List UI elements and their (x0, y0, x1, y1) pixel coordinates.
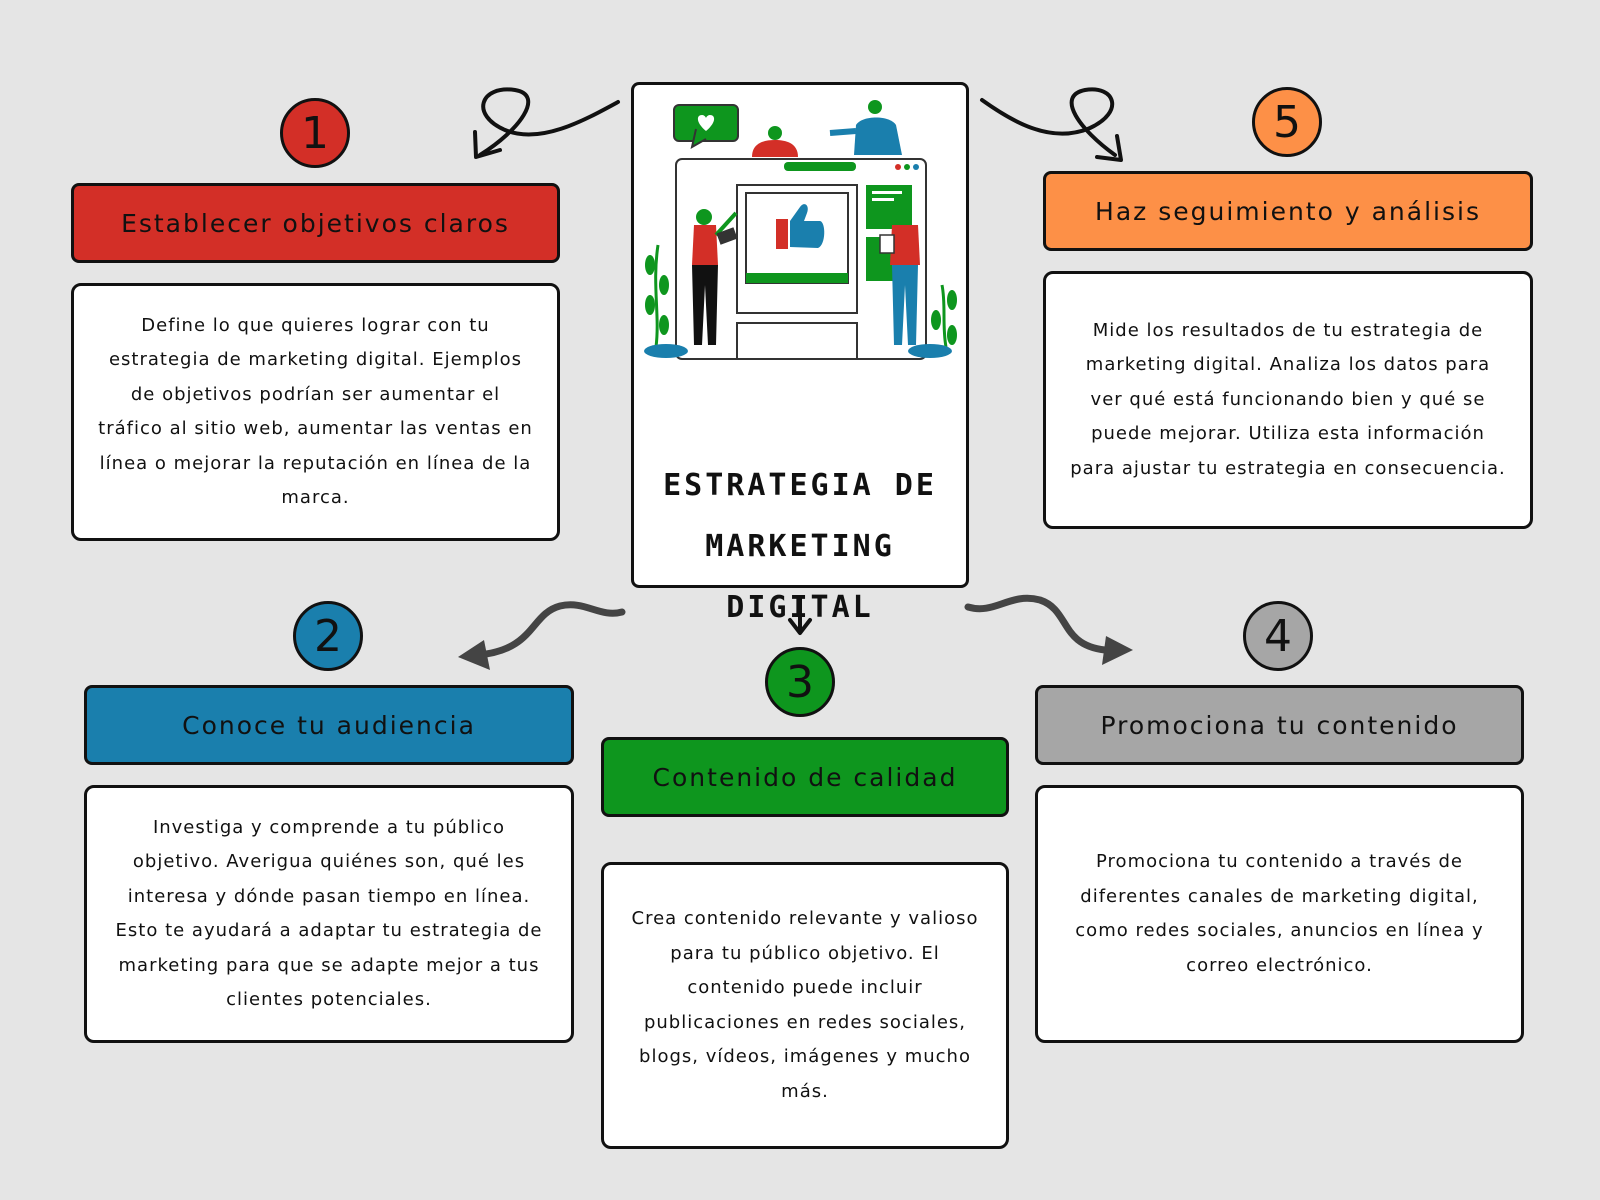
step-5-body: Mide los resultados de tu estrategia de … (1043, 271, 1533, 529)
arrow-head-step-3 (788, 618, 812, 635)
step-1-title: Establecer objetivos claros (71, 183, 560, 263)
arrow-head-step-4 (1102, 636, 1133, 665)
step-4-body: Promociona tu contenido a través de dife… (1035, 785, 1524, 1043)
arrow-to-step-4 (964, 594, 1109, 654)
step-5-title: Haz seguimiento y análisis (1043, 171, 1533, 251)
center-title-line-3: DIGITAL (726, 590, 874, 625)
step-1-text: Define lo que quieres lograr con tu estr… (98, 314, 533, 509)
step-2-body: Investiga y comprende a tu público objet… (84, 785, 574, 1043)
step-2-text: Investiga y comprende a tu público objet… (115, 816, 543, 1011)
step-4-title: Promociona tu contenido (1035, 685, 1524, 765)
center-card: ESTRATEGIA DE MARKETING DIGITAL (631, 82, 969, 625)
step-2-title: Conoce tu audiencia (84, 685, 574, 765)
arrow-to-step-1 (478, 87, 620, 157)
arrow-to-step-2 (474, 601, 626, 659)
step-5-text: Mide los resultados de tu estrategia de … (1070, 319, 1506, 479)
illustration (644, 100, 957, 360)
step-3-body: Crea contenido relevante y valioso para … (601, 862, 1009, 1149)
arrow-to-step-5 (980, 87, 1117, 157)
center-title-line-2: MARKETING (705, 529, 895, 564)
step-4-text: Promociona tu contenido a través de dife… (1075, 851, 1484, 976)
center-title: ESTRATEGIA DE MARKETING DIGITAL (634, 455, 966, 638)
arrow-head-step-2 (458, 640, 490, 670)
step-3-title: Contenido de calidad (601, 737, 1009, 817)
step-3-text: Crea contenido relevante y valioso para … (631, 908, 979, 1102)
arrow-head-step-5 (1095, 134, 1123, 162)
step-3-number: 3 (765, 647, 835, 717)
step-1-number: 1 (280, 98, 350, 168)
center-title-line-1: ESTRATEGIA DE (663, 468, 937, 503)
step-4-number: 4 (1243, 601, 1313, 671)
step-1-body: Define lo que quieres lograr con tu estr… (71, 283, 560, 541)
step-5-number: 5 (1252, 87, 1322, 157)
arrow-head-step-1 (473, 130, 502, 159)
step-2-number: 2 (293, 601, 363, 671)
